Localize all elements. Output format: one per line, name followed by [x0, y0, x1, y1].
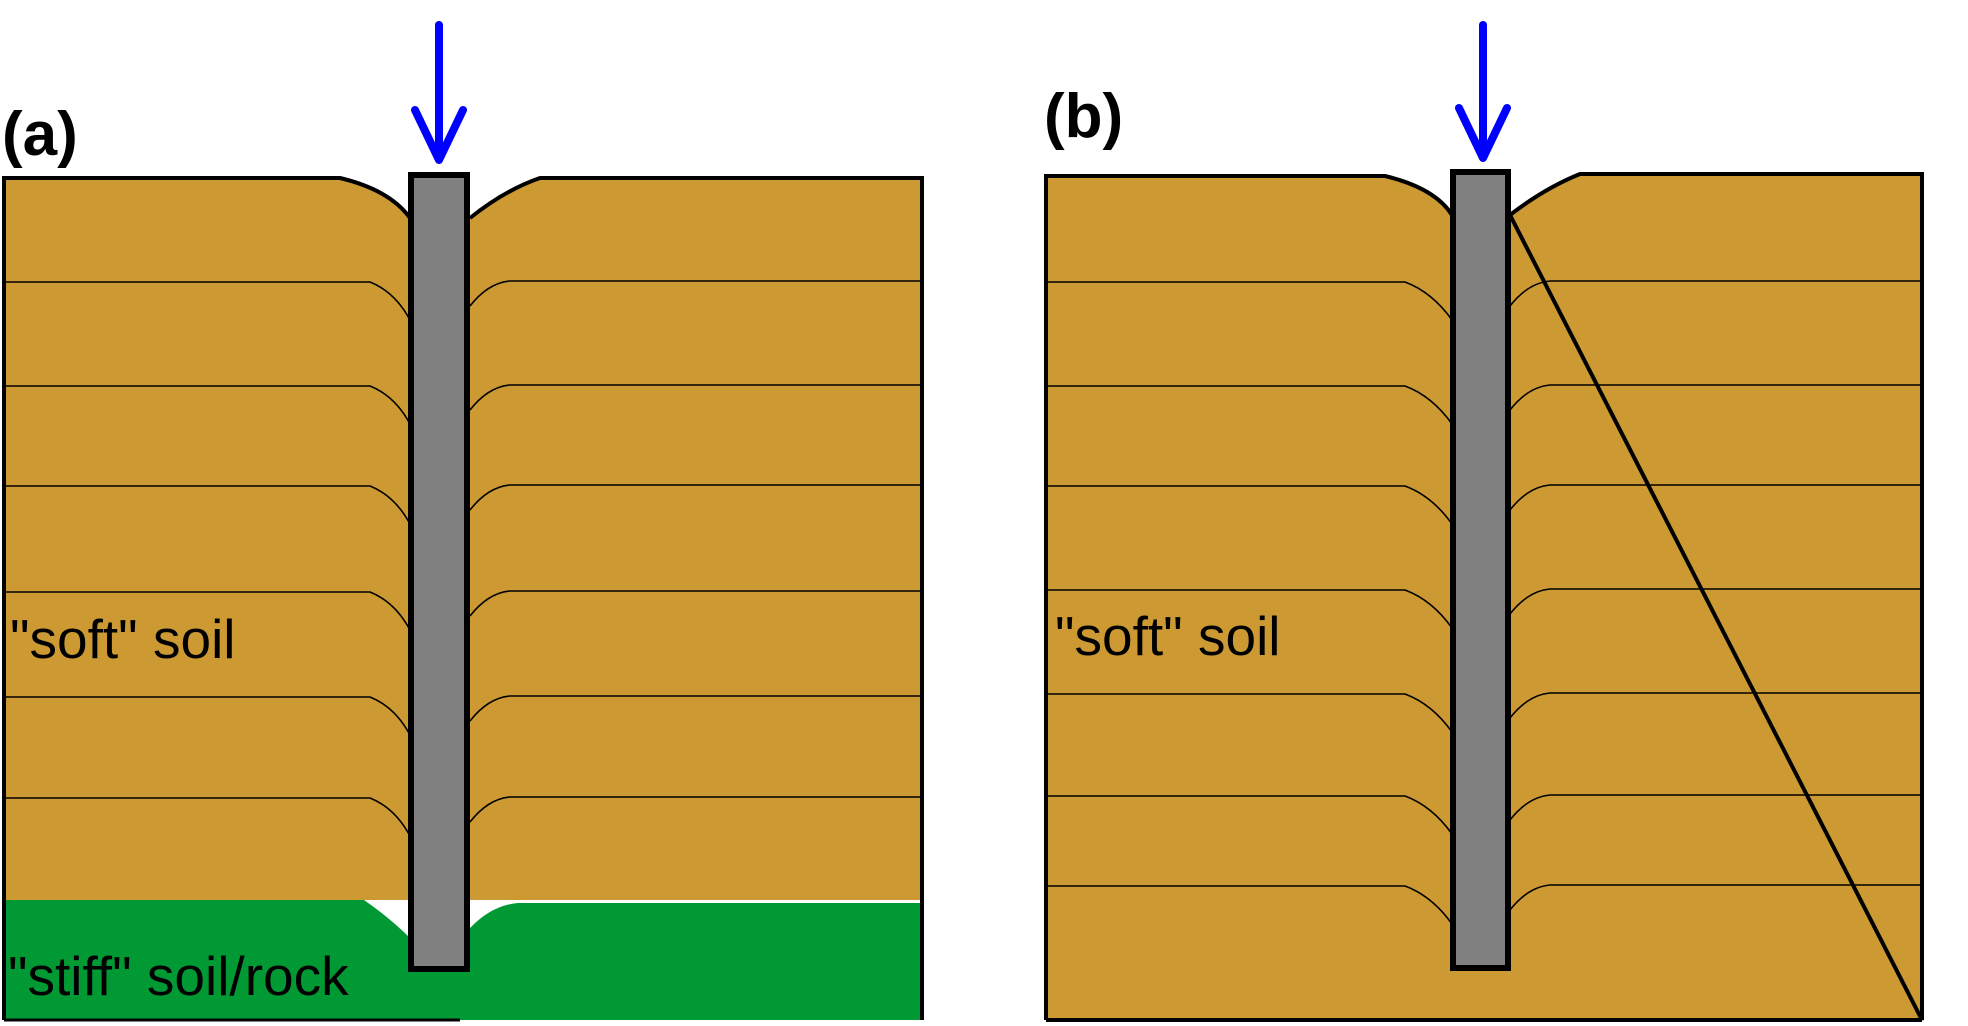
- soft-soil-label: "soft" soil: [1055, 605, 1281, 667]
- pile: [408, 172, 470, 972]
- layer-boundary-line: [1046, 692, 1922, 733]
- layer-boundary-line: [4, 796, 922, 837]
- layer-boundary-line: [1046, 384, 1922, 425]
- layer-boundary-line: [4, 484, 922, 525]
- layer-boundary-line: [4, 384, 922, 425]
- panel-label: (a): [2, 100, 78, 169]
- panel-a-outline: [2, 176, 924, 1020]
- layer-boundary-line: [1046, 884, 1922, 925]
- layer-boundary-line: [1046, 280, 1922, 321]
- soil-layer-lines: [1046, 280, 1922, 925]
- layer-boundary-line: [1046, 794, 1922, 835]
- layer-boundary-line: [1046, 484, 1922, 525]
- soft-soil-region: [4, 178, 922, 970]
- soft-soil-label: "soft" soil: [10, 608, 236, 670]
- layer-boundary-line: [4, 695, 922, 736]
- panel-b: (b) "soft" soil: [1044, 21, 1924, 1022]
- stiff-soil-layer: [4, 900, 922, 1020]
- panel-label: (b): [1044, 82, 1123, 151]
- load-arrow-icon: [1455, 21, 1511, 162]
- stiff-soil-label: "stiff" soil/rock: [8, 945, 349, 1007]
- layer-boundary-line: [4, 590, 922, 631]
- layer-boundary-line: [4, 280, 922, 321]
- load-arrow-icon: [411, 21, 467, 164]
- pile: [1450, 169, 1511, 971]
- soil-layer-lines: [4, 280, 922, 837]
- panel-a: (a) "soft" soil "stiff" soil/rock: [2, 21, 924, 1022]
- panel-a-soil: [2, 176, 924, 1022]
- layer-boundary-line: [1046, 588, 1922, 629]
- panel-b-outline: [1044, 172, 1924, 1021]
